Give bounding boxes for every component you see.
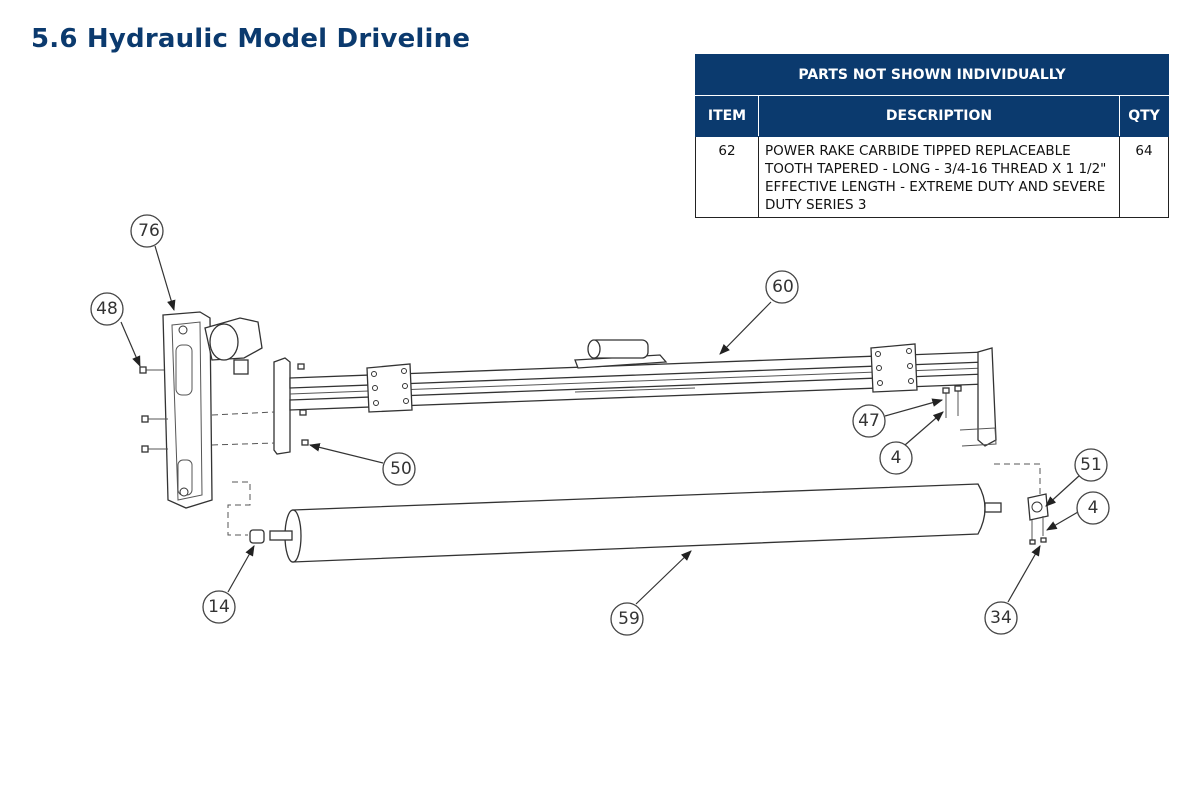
bearing-plate-part: [211, 357, 309, 455]
svg-text:4: 4: [1088, 498, 1099, 518]
small-bolts-part: [942, 385, 962, 418]
drive-housing-part: [162, 311, 213, 509]
svg-text:47: 47: [858, 411, 880, 431]
parts-table-caption: PARTS NOT SHOWN INDIVIDUALLY: [695, 54, 1169, 96]
header-qty: QTY: [1119, 95, 1169, 137]
svg-text:60: 60: [772, 277, 794, 297]
svg-text:14: 14: [208, 597, 230, 617]
callout-47: 47: [852, 404, 886, 438]
svg-text:50: 50: [390, 459, 412, 479]
svg-text:48: 48: [96, 299, 118, 319]
callout-14: 14: [202, 590, 236, 624]
right-bearing-part: [994, 463, 1049, 545]
parts-table-caption-row: PARTS NOT SHOWN INDIVIDUALLY: [695, 54, 1169, 96]
page-title: 5.6 Hydraulic Model Driveline: [31, 24, 471, 54]
parts-table: PARTS NOT SHOWN INDIVIDUALLY ITEM DESCRI…: [695, 54, 1169, 218]
header-item: ITEM: [695, 95, 759, 137]
leader-lines: [120, 245, 1081, 605]
svg-text:4: 4: [891, 448, 902, 468]
callout-76: 76: [130, 214, 164, 248]
main-beam-part: [289, 339, 997, 447]
callout-59: 59: [610, 602, 644, 636]
cell-qty: 64: [1119, 136, 1169, 218]
svg-text:59: 59: [618, 609, 640, 629]
callout-51: 51: [1074, 448, 1108, 482]
hydraulic-motor-part: [204, 317, 263, 375]
svg-text:51: 51: [1080, 455, 1102, 475]
svg-text:76: 76: [138, 221, 160, 241]
callout-48: 48: [90, 292, 124, 326]
svg-text:34: 34: [990, 608, 1012, 628]
callout-4-lower: 4: [1076, 491, 1110, 525]
bolts-part: [139, 366, 168, 453]
table-row: 62 POWER RAKE CARBIDE TIPPED REPLACEABLE…: [695, 136, 1169, 218]
parts-table-header-row: ITEM DESCRIPTION QTY: [695, 95, 1169, 137]
callout-34: 34: [984, 601, 1018, 635]
roller-drum-part: [227, 481, 1002, 563]
header-description: DESCRIPTION: [758, 95, 1120, 137]
cell-description: POWER RAKE CARBIDE TIPPED REPLACEABLE TO…: [758, 136, 1120, 218]
cell-item: 62: [695, 136, 759, 218]
callout-60: 60: [765, 270, 799, 304]
callout-4-upper: 4: [879, 441, 913, 475]
callout-50: 50: [382, 452, 416, 486]
